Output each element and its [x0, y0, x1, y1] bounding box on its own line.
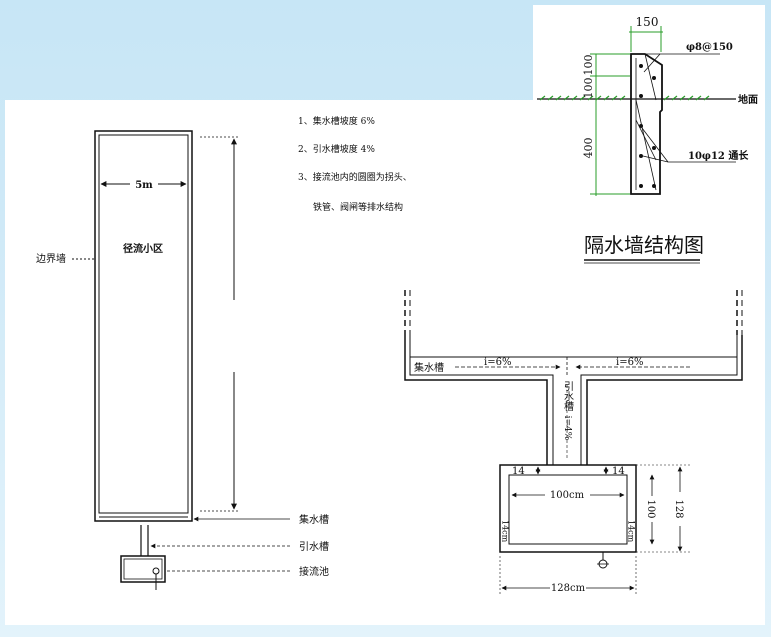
dim-400: 400 — [582, 138, 595, 159]
note-1: 1、集水槽坡度 6% — [298, 115, 375, 127]
wall-detail-title: 隔水墙结构图 — [584, 233, 704, 257]
collector-label: 集水槽 — [299, 513, 329, 526]
rebar-dot — [639, 154, 643, 158]
slope-right-label: i=6% — [616, 357, 643, 368]
wall-outline — [630, 53, 663, 195]
dim-150: 150 — [636, 15, 659, 29]
dim-14-right: 14 — [612, 466, 625, 477]
rebar-dot — [652, 76, 656, 80]
rebar-dot — [639, 184, 643, 188]
plot-inner-border — [98, 134, 189, 514]
rebar-bottom-diag-1 — [641, 127, 669, 163]
note-4: 铁管、阀闸等排水结构 — [313, 201, 403, 213]
tank-outer — [120, 555, 166, 583]
rebar-top-diag — [643, 53, 661, 73]
dim-100-right: 100 — [645, 499, 656, 518]
dim-100-bottom: 100 — [582, 78, 595, 99]
width-label: 5m — [135, 180, 153, 191]
note-3: 3、接流池内的圆圈为拐头、 — [298, 171, 412, 183]
dim-128-right: 128 — [673, 499, 684, 518]
diversion-slope: i=4% — [562, 416, 572, 441]
rebar-bottom-label: 10φ12 通长 — [688, 149, 749, 162]
collector-inner — [409, 335, 738, 465]
tank-inner-right — [508, 474, 628, 545]
wall-detail-panel — [533, 5, 765, 275]
ground-hatch — [539, 95, 710, 101]
rebar-dot — [639, 94, 643, 98]
notes: 1、集水槽坡度 6% 2、引水槽坡度 4% 3、接流池内的圆圈为拐头、 铁管、阀… — [298, 115, 412, 213]
rebar-dot — [639, 124, 643, 128]
wall-brace-1 — [644, 53, 657, 101]
note-2: 2、引水槽坡度 4% — [298, 143, 375, 155]
diversion-label-right: 引水槽 — [562, 381, 574, 412]
dim-100-top: 100 — [582, 55, 595, 76]
area-label: 径流小区 — [123, 242, 163, 255]
tank-label: 接流池 — [299, 565, 329, 578]
tank-outer-right — [499, 464, 637, 553]
collector-outer — [404, 335, 743, 465]
ground-label: 地面 — [738, 93, 758, 106]
rebar-dot — [652, 146, 656, 150]
rebar-dot — [652, 184, 656, 188]
dim-100cm: 100cm — [550, 490, 585, 501]
plot-outer-border — [94, 130, 193, 522]
boundary-label: 边界墙 — [36, 252, 66, 265]
rebar-bottom-diag-2 — [642, 155, 669, 163]
dim-14-left: 14 — [512, 466, 525, 477]
rebar-top-label: φ8@150 — [686, 42, 733, 53]
wall-detail: 地面 150 100 100 400 φ8@150 — [537, 15, 758, 264]
right-detail: 集水槽 i=6% i=6% 引水槽 i=4% 14 14 100cm 14cm … — [404, 290, 743, 596]
left-plan: 5m 径流小区 边界墙 集水槽 引水槽 接流池 — [36, 130, 329, 590]
wall-brace-2 — [635, 99, 657, 191]
collector-label-right: 集水槽 — [414, 361, 444, 374]
diversion-label: 引水槽 — [299, 540, 329, 553]
tank-inner — [123, 558, 163, 580]
dim-128cm: 128cm — [551, 583, 586, 594]
dim-14cm-right: 14cm — [627, 520, 636, 543]
rebar-dot — [639, 64, 643, 68]
dim-14cm-left: 14cm — [501, 520, 510, 543]
slope-left-label: i=6% — [484, 357, 511, 368]
